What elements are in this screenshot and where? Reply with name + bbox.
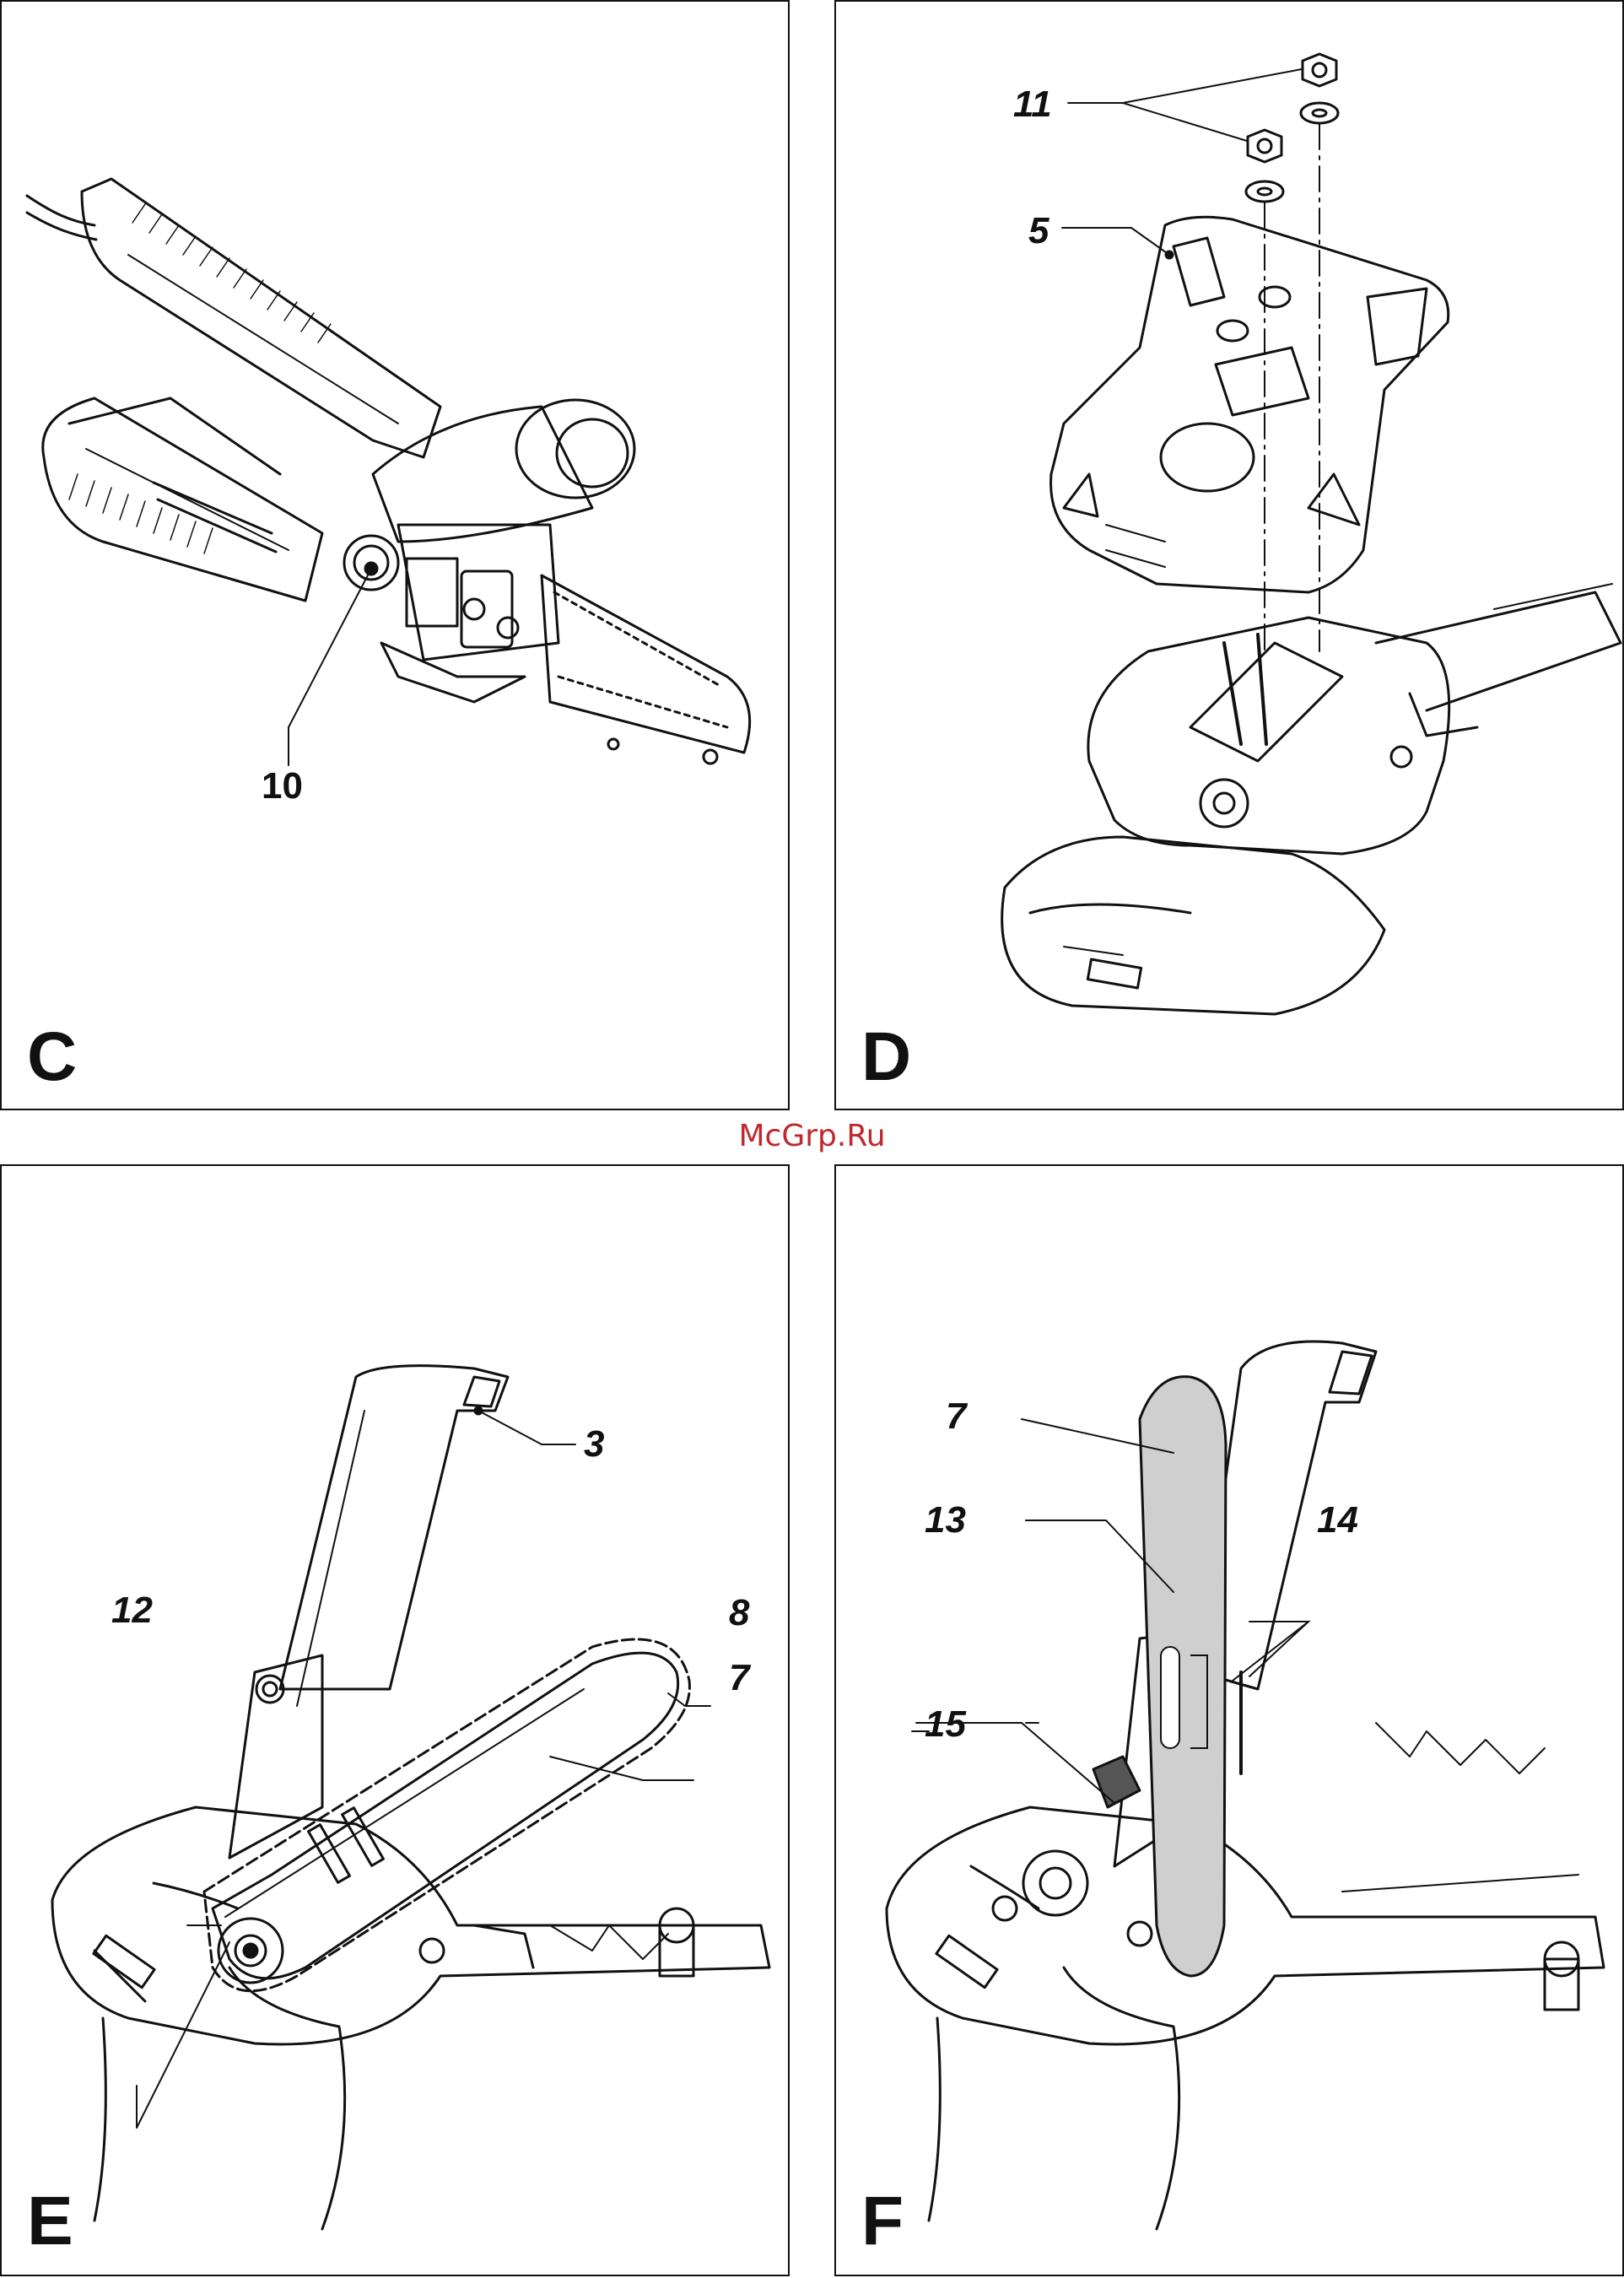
callout-13: 13 (925, 1502, 966, 1539)
chain-install-illustration (2, 1166, 791, 2278)
panel-f: 7 13 14 15 F (834, 1164, 1624, 2276)
panel-e: 3 12 8 7 E (0, 1164, 790, 2276)
cover-assembly-illustration (836, 2, 1624, 1112)
callout-12: 12 (111, 1592, 153, 1629)
callout-15: 15 (925, 1706, 966, 1743)
callout-8: 8 (729, 1595, 749, 1632)
panel-letter-f: F (861, 2187, 904, 2256)
panel-c: 10 C (0, 0, 790, 1110)
callout-11: 11 (1013, 86, 1052, 123)
callout-14: 14 (1317, 1502, 1358, 1539)
callout-7: 7 (729, 1660, 749, 1697)
pruner-illustration (2, 2, 791, 1112)
panel-d: 11 5 D (834, 0, 1624, 1110)
callout-7: 7 (946, 1398, 966, 1435)
watermark: McGrp.Ru (0, 1119, 1624, 1153)
panel-letter-d: D (861, 1023, 911, 1092)
callout-10: 10 (262, 768, 303, 805)
callout-5: 5 (1028, 213, 1049, 250)
panel-letter-e: E (27, 2187, 73, 2256)
panel-letter-c: C (27, 1023, 77, 1092)
callout-3: 3 (584, 1426, 604, 1463)
